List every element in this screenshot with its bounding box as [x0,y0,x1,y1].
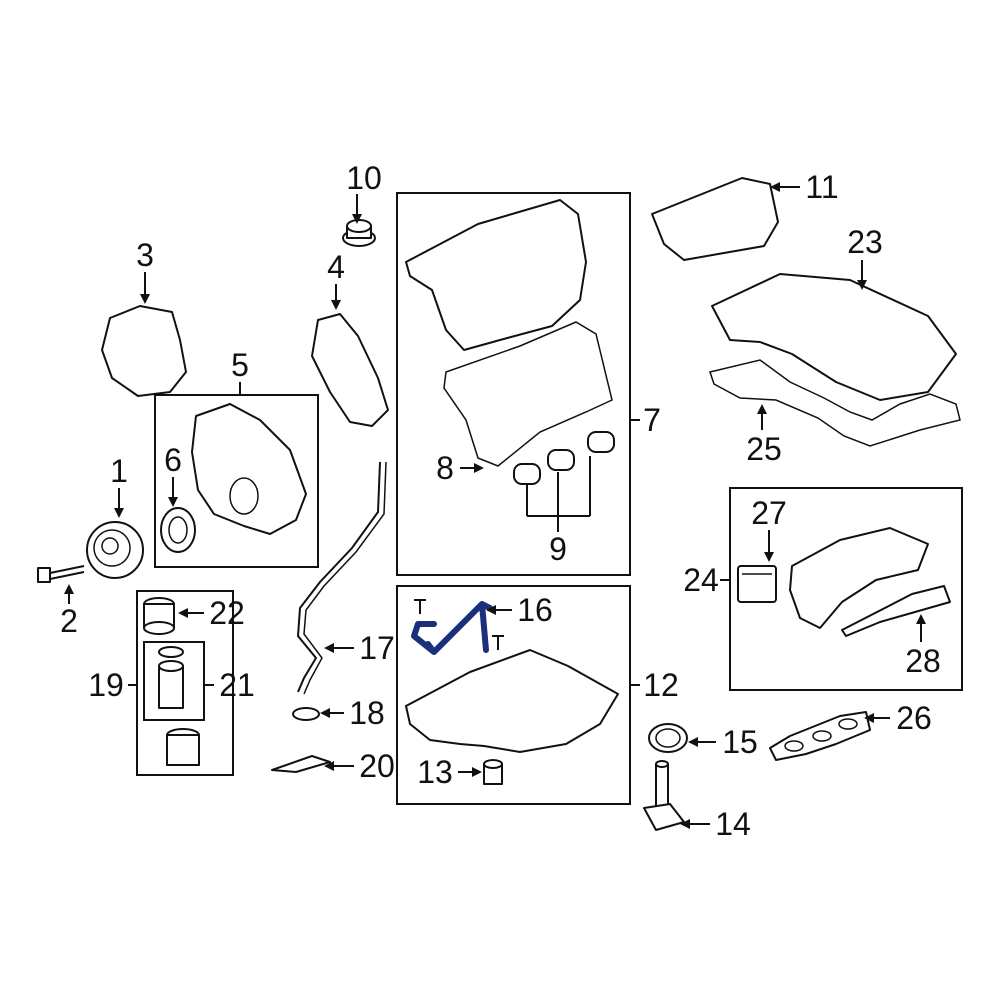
callout-13: 13 [417,754,453,790]
part-bolt [37,565,85,583]
group-box-21 [143,641,205,721]
callout-10: 10 [346,160,382,196]
group-box-7 [396,192,631,576]
part-dipstick-tube-outline [303,461,387,695]
part-valve-cover-gasket [443,321,613,467]
part-oil-pan [405,649,619,753]
part-housing-3 [101,305,187,397]
part-filter-element [158,646,184,709]
callout-20: 20 [359,748,395,784]
part-exhaust-gasket [769,711,871,761]
part-o-ring-18 [292,707,320,721]
part-valve-cover [405,199,587,351]
callout-23: 23 [847,224,883,260]
part-dipstick-tube [296,461,381,693]
callout-21: 21 [219,667,255,703]
leader-9 [526,456,591,532]
callout-12: 12 [643,667,679,703]
part-cover-28 [841,585,951,637]
part-filter-cap [143,597,175,635]
group-box-19 [136,590,234,776]
callout-19: 19 [88,667,124,703]
part-bolts-16 [414,599,504,650]
part-gasket-20 [271,755,331,773]
part-seal [160,507,196,553]
group-box-12 [396,585,631,805]
part-engine-cover [651,177,779,261]
callout-27: 27 [751,495,787,531]
group-box-24 [729,487,963,691]
callout-16: 16 [517,592,553,628]
part-crank-pulley [86,521,144,579]
callout-8: 8 [436,450,454,486]
callout-2: 2 [60,603,78,639]
callout-14: 14 [715,806,751,842]
part-highlighted-16 [411,601,493,655]
part-assembly-24 [789,527,929,629]
part-filter-housing [166,728,200,766]
part-drain-plug [483,759,503,785]
part-cover-4 [311,313,389,427]
callout-11: 11 [805,169,838,205]
callout-24: 24 [683,562,719,598]
callout-25: 25 [746,431,782,467]
part-sensor-14 [643,760,685,831]
part-intake-manifold [711,273,957,401]
callout-18: 18 [349,695,385,731]
group-box-5 [154,394,319,568]
callout-4: 4 [327,249,345,285]
callout-3: 3 [136,237,154,273]
callout-6: 6 [164,442,182,478]
part-seals-9 [513,431,615,485]
callout-22: 22 [209,595,245,631]
callout-5: 5 [231,347,249,383]
callout-9: 9 [549,531,567,567]
part-cap-10 [342,219,376,247]
callout-26: 26 [896,700,932,736]
callout-28: 28 [905,643,941,679]
part-filter-27 [737,565,777,603]
part-seal-15 [648,723,688,753]
part-cover-opening [229,477,259,515]
callout-7: 7 [643,402,661,438]
part-manifold-gasket [709,359,961,447]
callout-17: 17 [359,630,395,666]
callout-15: 15 [722,724,758,760]
part-front-cover [191,403,307,535]
callout-1: 1 [110,453,128,489]
